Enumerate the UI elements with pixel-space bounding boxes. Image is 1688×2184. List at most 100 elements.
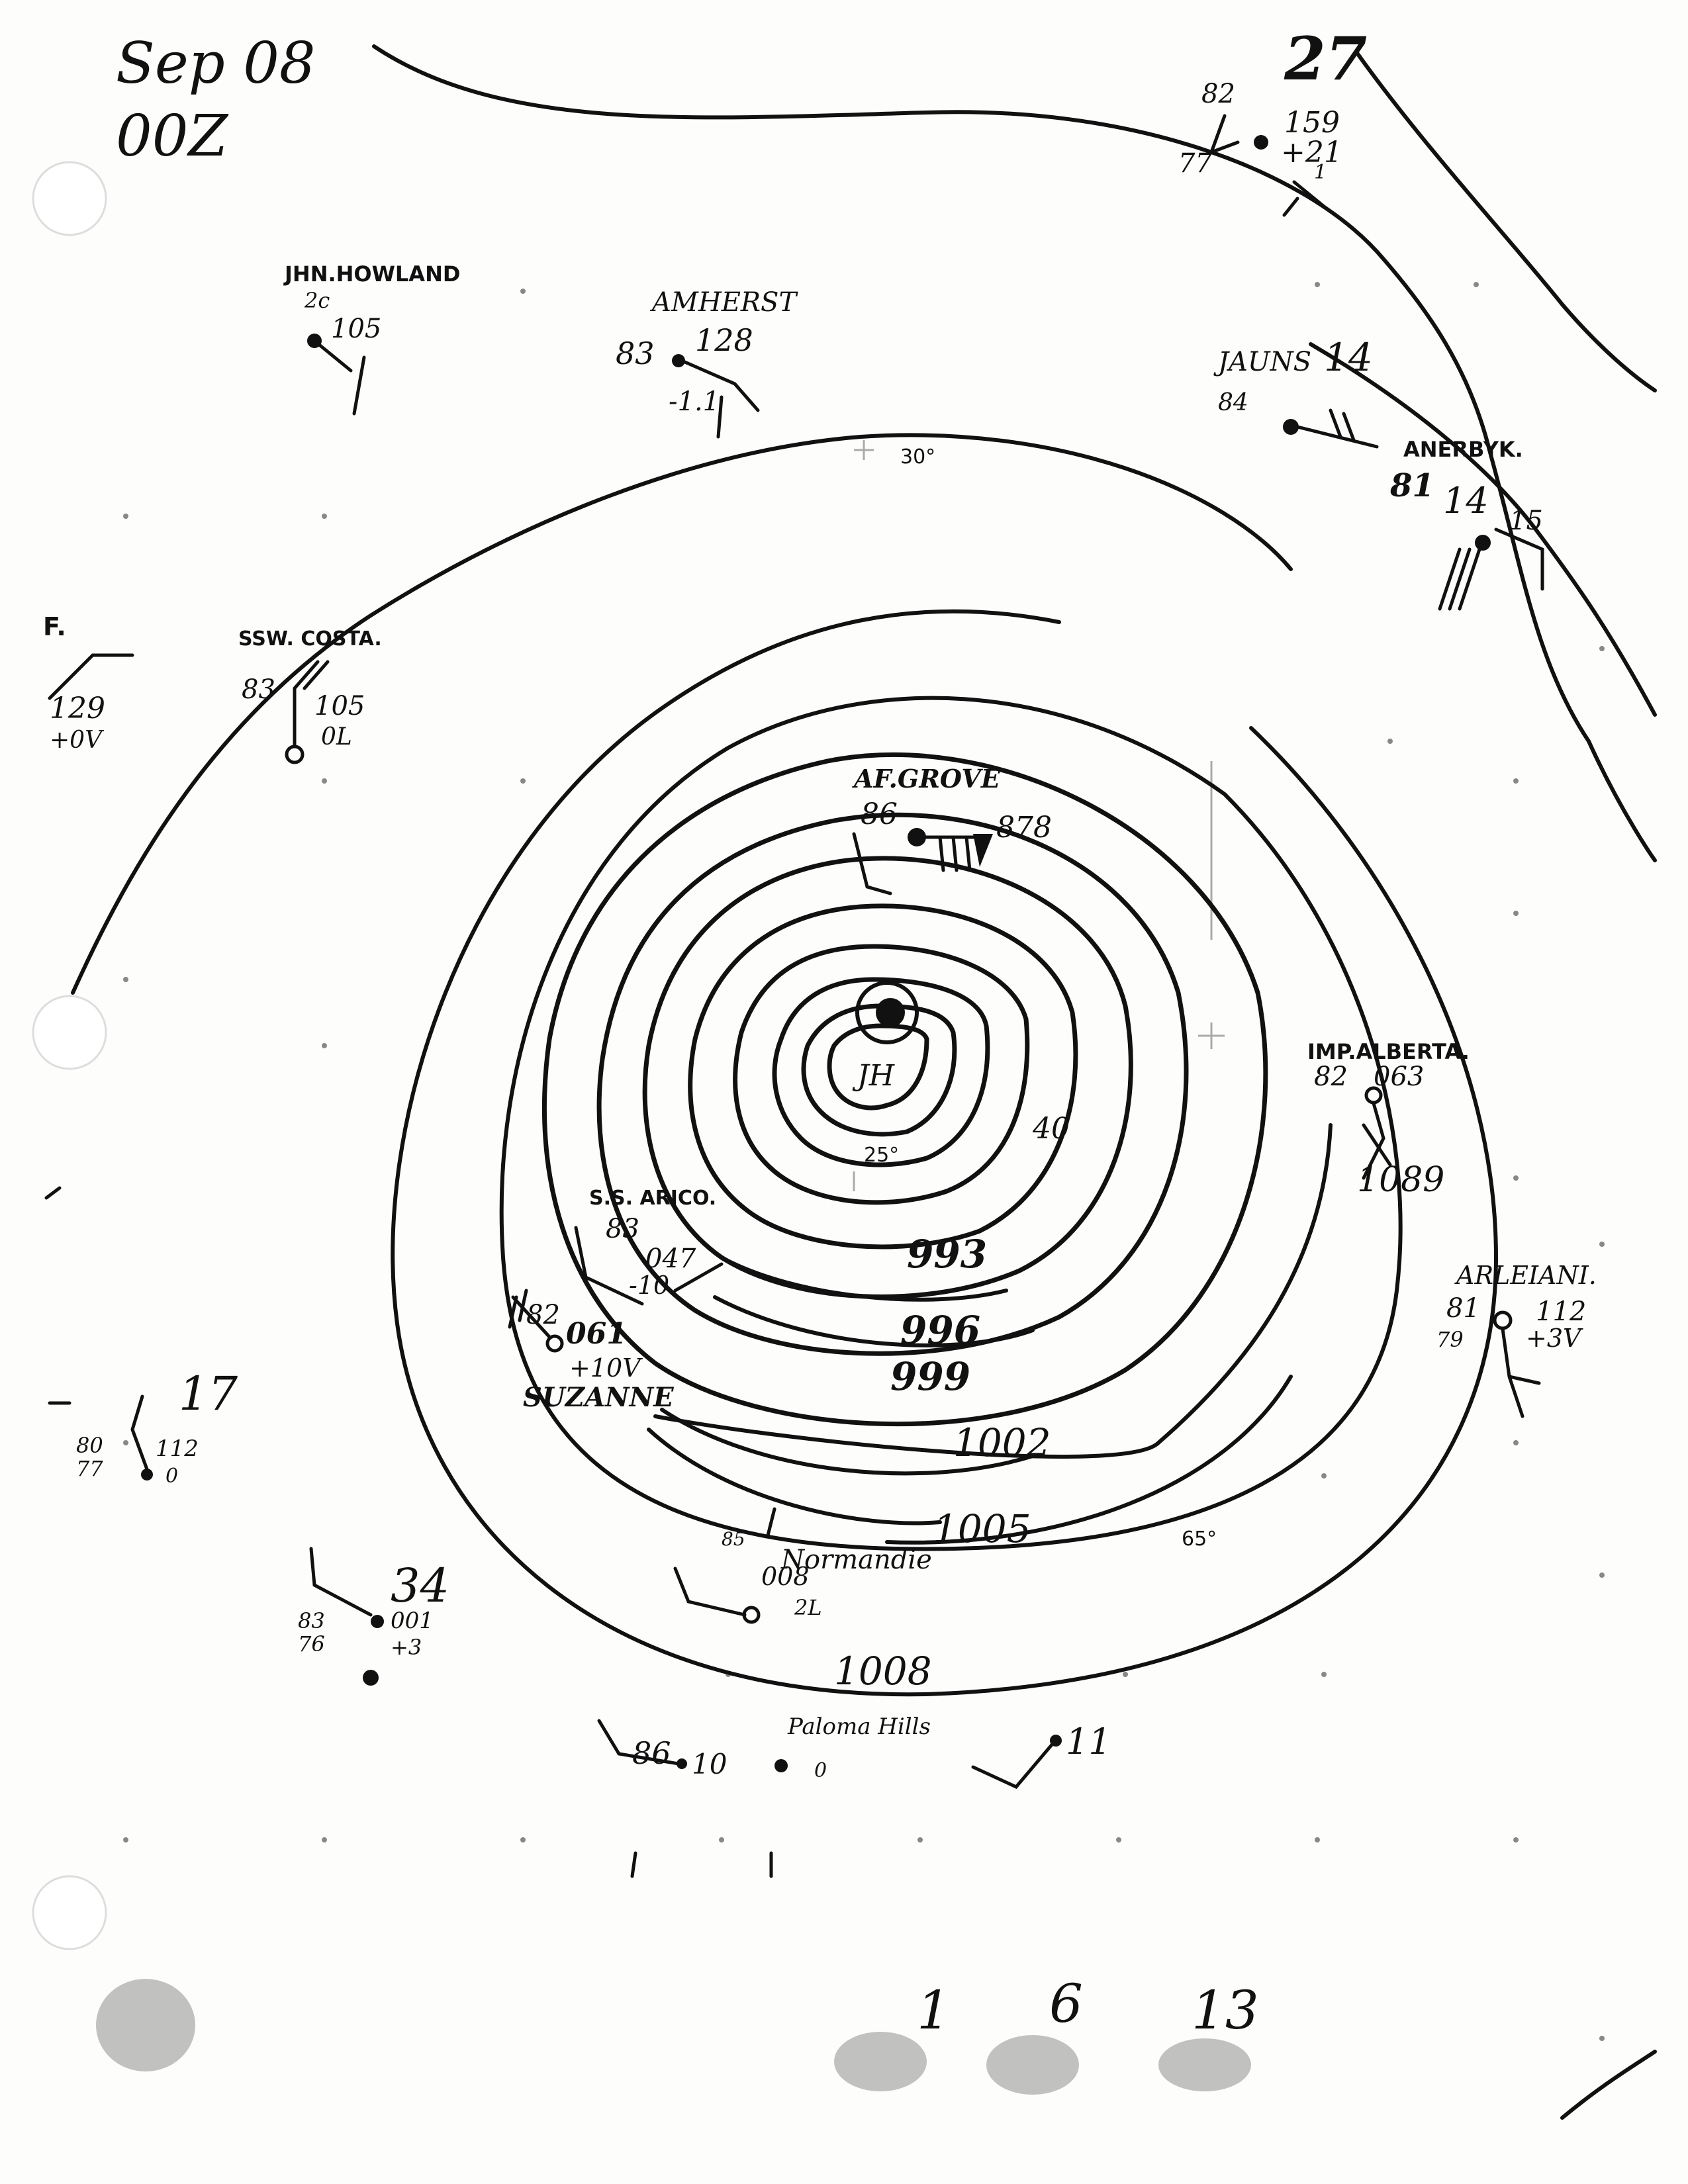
center-mark: JH <box>852 1059 896 1093</box>
station-jhn-howland: JHN.HOWLAND 2c 105 <box>283 261 460 416</box>
binder-hole-top <box>32 161 107 236</box>
bottom-mark-6: 6 <box>1049 1973 1083 2034</box>
station-dew: 77 <box>76 1456 103 1481</box>
station-dew: 79 <box>1436 1327 1464 1352</box>
station-name: ARLEIANI. <box>1454 1261 1597 1290</box>
station-pressure: 112 <box>1536 1297 1586 1327</box>
station-dew: 76 <box>298 1631 325 1657</box>
station-jauns: JAUNS 14 84 <box>1213 335 1379 449</box>
smudge-right <box>1158 2038 1251 2091</box>
station-tendency: 2L <box>794 1595 822 1620</box>
station-pressure: 105 <box>314 691 365 721</box>
station-tendency: +21 <box>1281 136 1342 169</box>
station-pressure: 128 <box>695 322 753 358</box>
station-imp-alberta: IMP.ALBERTA. 82 063 1089 <box>1307 1039 1470 1200</box>
station-id: 34 <box>391 1559 449 1613</box>
station-temp: 81 <box>1446 1293 1480 1324</box>
binder-hole-middle <box>32 995 107 1070</box>
isobar-label-1002: 1002 <box>953 1420 1051 1465</box>
station-arleiani: ARLEIANI. 81 79 112 +3V <box>1436 1261 1597 1418</box>
outer-line-east <box>1309 342 1657 717</box>
station-pressure: 10 <box>692 1748 727 1780</box>
station-pressure: 105 <box>331 314 381 344</box>
station-name: SSW. COSTA. <box>238 627 382 651</box>
station-pressure: 129 <box>50 692 105 725</box>
station-ssw-costa: SSW. COSTA. 83 105 0L <box>238 627 382 764</box>
station-temp: 84 <box>1218 389 1248 416</box>
station-tendency: +3 <box>391 1635 422 1660</box>
fronts <box>71 44 1657 2120</box>
lon-65-label: 65° <box>1182 1527 1217 1551</box>
station-w-34: 34 83 76 001 +3 <box>298 1547 449 1686</box>
station-tendency: 0L <box>321 723 352 751</box>
smudge-left <box>96 1979 195 2071</box>
bottom-faint-marks: 1 6 13 <box>44 1186 1259 2095</box>
station-name: AMHERST <box>649 287 798 318</box>
isobar-label-1005: 1005 <box>933 1506 1031 1551</box>
station-se-11: 11 <box>971 1721 1111 1790</box>
station-name: Paloma Hills <box>787 1713 931 1740</box>
station-name: SUZANNE <box>523 1382 674 1413</box>
binder-holes <box>32 161 107 1950</box>
station-temp: 86 <box>632 1735 671 1771</box>
outer-line-far-northeast <box>1355 51 1657 392</box>
station-temp: 85 <box>722 1528 745 1550</box>
station-pressure: 047 <box>645 1244 696 1274</box>
station-name: JAUNS <box>1213 347 1311 377</box>
station-id: 14 <box>1324 335 1373 380</box>
station-temp: 82 <box>526 1300 560 1330</box>
station-name: IMP.ALBERTA. <box>1307 1039 1470 1064</box>
station-tendency: +10V <box>569 1353 643 1383</box>
station-name: ANERBYK. <box>1403 437 1523 462</box>
station-sub: 2c <box>304 288 330 313</box>
station-temp: 83 <box>616 336 655 371</box>
station-w-17: 17 80 77 112 0 <box>48 1367 238 1488</box>
station-tendency: +3V <box>1526 1324 1583 1353</box>
station-temp: 81 <box>1389 467 1434 504</box>
station-name: Normandie <box>780 1545 932 1575</box>
station-pressure: 008 <box>761 1562 810 1591</box>
station-extra: 0 <box>165 1465 178 1488</box>
station-ss-arico: S.S. ARICO. 83 047 -10 <box>574 1187 724 1306</box>
station-name: AF.GROVE <box>852 764 1001 794</box>
outer-line-northeast <box>372 44 1657 862</box>
smudge-center <box>834 2032 927 2091</box>
station-paloma: Paloma Hills 86 10 0 <box>597 1713 931 1782</box>
station-tendency: -10 <box>629 1271 669 1300</box>
smudge-center-right <box>986 2035 1079 2095</box>
station-temp: 83 <box>606 1214 639 1244</box>
station-normandie: 85 Normandie 008 2L <box>673 1507 932 1624</box>
station-id: 11 <box>1066 1721 1111 1762</box>
station-id: 27 <box>1284 24 1367 94</box>
station-pressure: 112 <box>156 1435 199 1462</box>
isobar-rings <box>391 609 1498 1697</box>
isobar-label-996: 996 <box>900 1308 980 1353</box>
station-name: F. <box>43 612 66 641</box>
station-tendency: +0V <box>50 727 105 754</box>
binder-hole-bottom <box>32 1875 107 1950</box>
map-time: 00Z <box>116 103 228 169</box>
station-temp: 82 <box>1201 79 1235 109</box>
station-pressure: 159 <box>1284 106 1340 140</box>
station-anerbyk: ANERBYK. 81 14 15 <box>1389 437 1544 611</box>
isobar-label-1008: 1008 <box>834 1649 932 1694</box>
station-pressure: 001 <box>391 1608 434 1634</box>
station-extra: 0 <box>814 1759 827 1782</box>
grid-dots <box>123 282 1605 2041</box>
station-name: S.S. ARICO. <box>589 1187 716 1210</box>
station-wind: 15 <box>1509 506 1543 536</box>
station-dew: 77 <box>1178 148 1212 179</box>
station-af-grove: AF.GROVE 86 878 <box>852 764 1052 895</box>
isobar-labels: 993 996 999 1002 1005 1008 <box>834 1232 1051 1694</box>
station-temp: 83 <box>242 674 275 705</box>
station-extra: 1 <box>1314 161 1327 184</box>
isobar-label-993: 993 <box>907 1232 987 1277</box>
station-id: 17 <box>179 1367 238 1421</box>
center-note: 40 <box>1032 1112 1070 1146</box>
station-id: 14 <box>1443 480 1489 522</box>
lat-30-label: 30° <box>900 445 935 469</box>
station-extra: 1089 <box>1357 1160 1444 1200</box>
station-ne-27: 27 82 159 +21 77 1 <box>1178 24 1367 217</box>
bottom-mark-13: 13 <box>1192 1979 1259 2041</box>
